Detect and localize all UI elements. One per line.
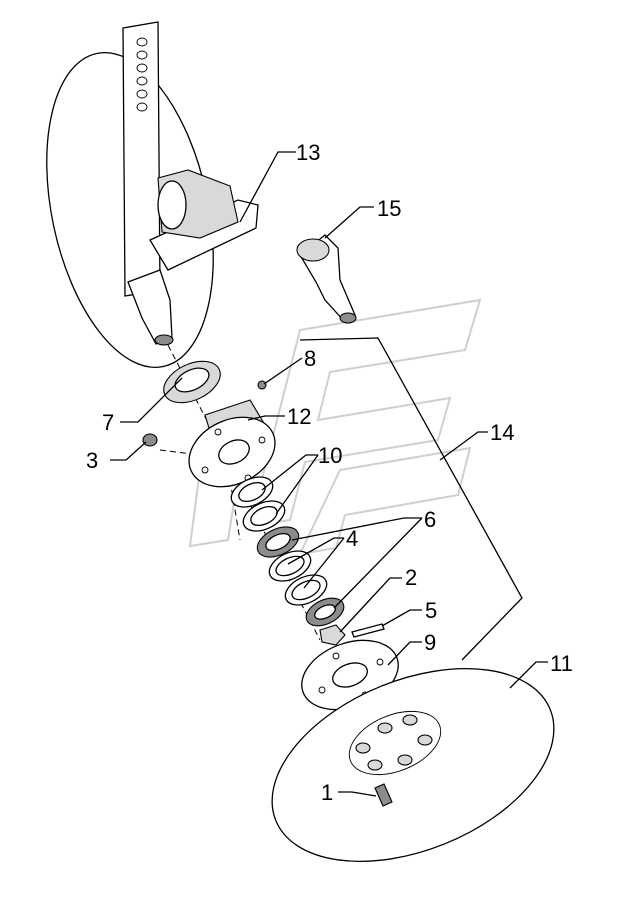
callout-label-11: 11 <box>550 651 573 676</box>
callout-label-8: 8 <box>304 346 316 371</box>
callout-label-12: 12 <box>287 404 311 429</box>
callout-label-3: 3 <box>86 448 98 473</box>
callout-label-13: 13 <box>296 140 320 165</box>
nipple-part-3 <box>142 433 158 447</box>
callout-label-2: 2 <box>405 565 417 590</box>
leader-lines <box>110 151 548 797</box>
callout-label-7: 7 <box>102 410 114 435</box>
callout-labels: 1 2 3 4 5 6 7 8 9 10 11 12 13 14 15 <box>86 140 573 805</box>
callout-label-9: 9 <box>424 630 436 655</box>
callout-label-14: 14 <box>490 420 514 445</box>
disc-part-11 <box>271 667 555 863</box>
frame-bar <box>122 21 161 297</box>
pin-part-5 <box>351 623 385 638</box>
bolt-part-1 <box>374 783 393 807</box>
ring-stack <box>230 476 346 646</box>
frame-bar-holes <box>136 37 148 112</box>
spindle-part-15 <box>296 234 357 324</box>
callout-label-6: 6 <box>424 507 436 532</box>
disc-assembly-top <box>46 21 259 368</box>
callout-label-4: 4 <box>346 526 358 551</box>
callout-label-5: 5 <box>425 598 437 623</box>
callout-label-15: 15 <box>377 196 401 221</box>
hub-part-12 <box>188 399 276 488</box>
callout-label-1: 1 <box>321 780 333 805</box>
grease-part-8 <box>257 380 267 390</box>
callout-label-10: 10 <box>318 443 342 468</box>
